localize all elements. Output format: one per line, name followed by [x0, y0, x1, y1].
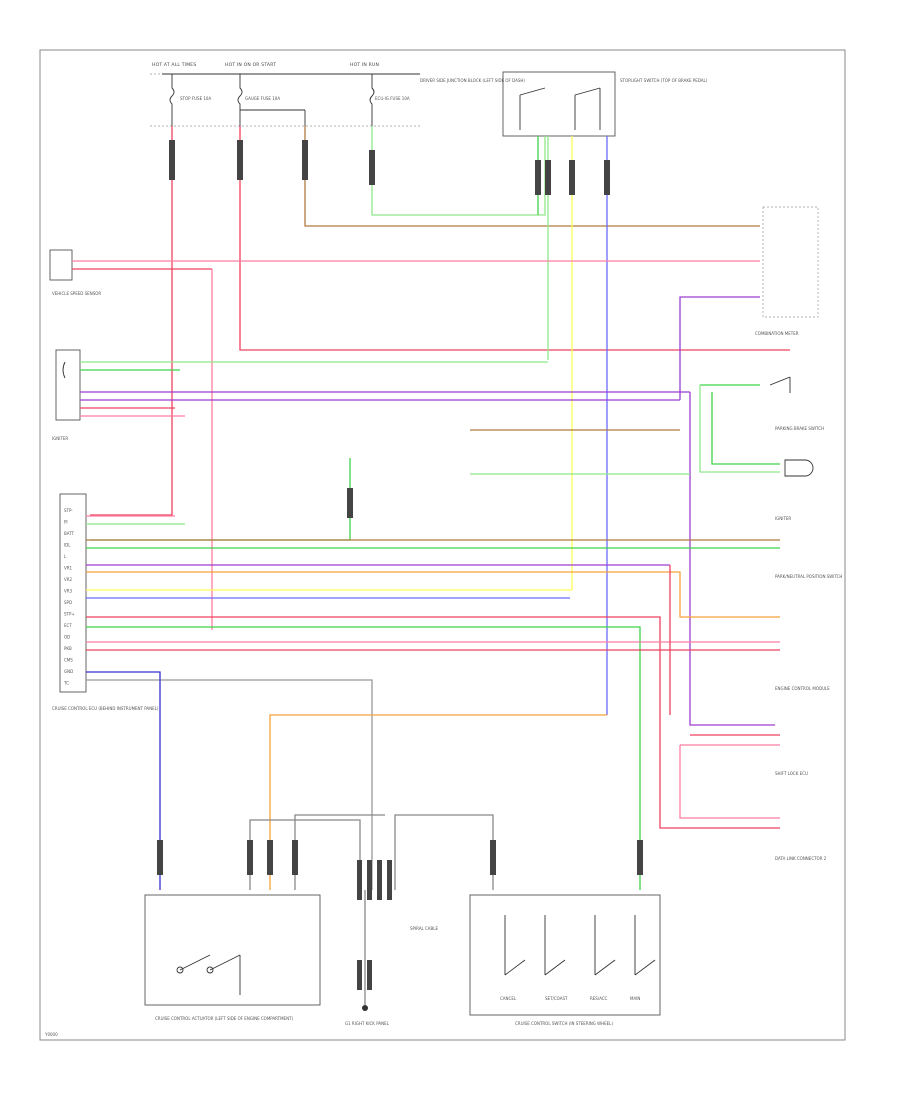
- cruise-module-label: CRUISE CONTROL ECU (BEHIND INSTRUMENT PA…: [52, 706, 159, 711]
- switch-main: MAIN: [630, 996, 640, 1001]
- pin-label: PI: [64, 520, 68, 525]
- ignition-coil-label: IGNITER: [52, 436, 68, 441]
- wire-pink-shift: [679, 745, 780, 819]
- data-link-label: DATA LINK CONNECTOR 2: [775, 856, 827, 861]
- wire-green-pkb3: [699, 385, 780, 473]
- combination-meter-label: COMBINATION METER: [755, 331, 799, 336]
- wire-cm-gray: [86, 679, 373, 890]
- data-link-symbol: [784, 459, 814, 477]
- pin-label: SPD: [64, 600, 72, 605]
- park-neutral-label: PARK/NEUTRAL POSITION SWITCH: [775, 574, 842, 579]
- fuse-label-hot-in-on: HOT IN ON OR START: [225, 62, 276, 68]
- wires: [72, 126, 790, 1005]
- wire-red-stop: [90, 126, 173, 516]
- parking-brake-switch-symbol: [769, 376, 791, 393]
- wire-green-dl: [90, 458, 351, 541]
- wire-purple-shift: [689, 392, 775, 726]
- fuse-label-hot-at-all-times: HOT AT ALL TIMES: [152, 62, 196, 68]
- cruise-actuator: CRUISE CONTROL ACTUATOR (LEFT SIDE OF EN…: [144, 894, 321, 1021]
- right-labels: PARKING BRAKE SWITCH IGNITER PARK/NEUTRA…: [775, 426, 842, 861]
- vss-label: VEHICLE SPEED SENSOR: [52, 291, 101, 296]
- switch-cancel: CANCEL: [500, 996, 517, 1001]
- pin-label: VR2: [64, 577, 73, 582]
- pin-label: VR3: [64, 589, 73, 594]
- fuse-ecu: ECU-IG FUSE 10A: [375, 96, 410, 101]
- ground-point: G1 RIGHT KICK PANEL: [345, 1005, 390, 1026]
- pin-label: TC: [63, 681, 69, 686]
- wire-cm-blue2: [86, 671, 161, 890]
- wire-cm-orange: [86, 571, 780, 618]
- fuse-block: HOT AT ALL TIMES HOT IN ON OR START HOT …: [150, 62, 525, 127]
- pin-label: OD: [64, 635, 70, 640]
- figure-code: Y0000: [44, 1032, 58, 1037]
- wire-light-green-ecu: [371, 126, 546, 216]
- wire-cm-green3: [86, 626, 641, 890]
- cruise-switch-label: CRUISE CONTROL SWITCH (IN STEERING WHEEL…: [515, 1021, 613, 1026]
- combination-meter: COMBINATION METER: [755, 206, 819, 336]
- pin-label: CMS: [64, 658, 73, 663]
- wire-cm-pink2: [86, 616, 780, 829]
- pin-label: VR1: [64, 566, 73, 571]
- cruise-module-connector: CRUISE CONTROL ECU (BEHIND INSTRUMENT PA…: [52, 493, 159, 711]
- switch-res-acc: RES/ACC: [590, 996, 608, 1001]
- vss-block: VEHICLE SPEED SENSOR: [49, 249, 101, 296]
- pin-label: GND: [64, 669, 73, 674]
- fuse-label-hot-in-run: HOT IN RUN: [350, 62, 379, 68]
- wire-gray-sw: [394, 814, 494, 890]
- pin-label: L: [64, 554, 67, 559]
- spiral-cable: SPIRAL CABLE: [410, 926, 438, 931]
- wire-orange-act: [269, 714, 607, 890]
- cruise-switch: CANCEL SET/COAST RES/ACC MAIN CRUISE CON…: [469, 894, 661, 1026]
- ground-label: G1 RIGHT KICK PANEL: [345, 1021, 390, 1026]
- junction-block-label: DRIVER SIDE JUNCTION BLOCK (LEFT SIDE OF…: [420, 78, 525, 83]
- pin-label: BATT: [64, 531, 75, 536]
- switch-set-coast: SET/COAST: [545, 996, 568, 1001]
- stoplight-switch: STOPLIGHT SWITCH (TOP OF BRAKE PEDAL): [502, 71, 708, 137]
- cruise-actuator-label: CRUISE CONTROL ACTUATOR (LEFT SIDE OF EN…: [155, 1016, 294, 1021]
- fuse-stop: STOP FUSE 10A: [180, 96, 211, 101]
- wire-green-pkb2: [711, 392, 780, 465]
- igniter-label: IGNITER: [775, 516, 791, 521]
- pin-label: STP-: [64, 508, 73, 513]
- wire-gray-act1: [249, 819, 361, 890]
- pin-label: IDL: [64, 543, 71, 548]
- pin-label: PKB: [64, 646, 72, 651]
- parking-brake-label: PARKING BRAKE SWITCH: [775, 426, 824, 431]
- engine-control-label: ENGINE CONTROL MODULE: [775, 686, 830, 691]
- shift-lock-label: SHIFT LOCK ECU: [775, 771, 808, 776]
- pin-label: ECT: [64, 623, 72, 628]
- pin-label: STP+: [64, 612, 75, 617]
- fuse-gauge: GAUGE FUSE 10A: [245, 96, 280, 101]
- spiral-cable-label: SPIRAL CABLE: [410, 926, 438, 931]
- stoplight-switch-label: STOPLIGHT SWITCH (TOP OF BRAKE PEDAL): [620, 78, 708, 83]
- wire-purple-meter: [679, 296, 760, 400]
- wire-red-gauge: [239, 126, 790, 351]
- diagram-frame: [39, 49, 846, 1041]
- connector-stubs: [157, 140, 643, 990]
- ignition-coil-block: IGNITER: [52, 349, 81, 441]
